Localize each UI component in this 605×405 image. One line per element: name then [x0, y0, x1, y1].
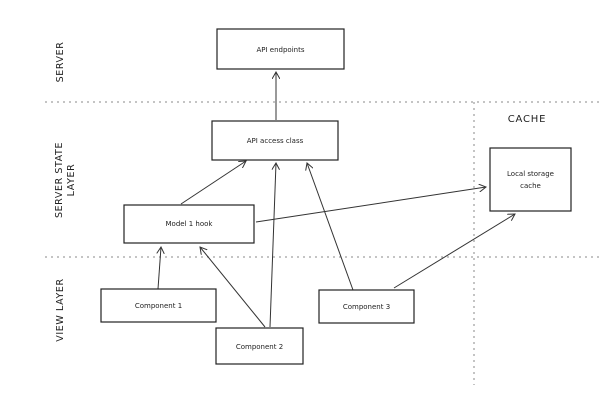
node-local-storage-cache: Local storage cache	[489, 147, 572, 212]
edge-component2-to-api-access	[269, 163, 276, 328]
server-layer-label: SERVER	[55, 42, 66, 83]
server-state-layer-label-line2: LAYER	[66, 164, 77, 197]
view-layer-label: VIEW LAYER	[55, 278, 66, 341]
node-local-storage-label-line2: cache	[520, 182, 541, 190]
node-api-access-class-label: API access class	[247, 137, 304, 145]
edge-component2-to-model-hook	[200, 247, 266, 328]
edge-component3-to-api-access	[307, 163, 354, 291]
node-component-3: Component 3	[318, 289, 415, 324]
node-api-access-class: API access class	[211, 120, 339, 161]
node-component-2-label: Component 2	[236, 343, 283, 351]
node-model-hook: Model 1 hook	[123, 204, 255, 244]
edge-component3-to-cache	[393, 214, 515, 289]
server-state-layer-label-line1: SERVER STATE	[54, 142, 65, 218]
node-model-hook-label: Model 1 hook	[166, 220, 214, 228]
edge-component1-to-model-hook	[158, 247, 161, 290]
node-component-1: Component 1	[100, 288, 217, 323]
cache-section-label: CACHE	[508, 114, 546, 125]
node-api-endpoints-label: API endpoints	[257, 46, 305, 54]
node-api-endpoints: API endpoints	[216, 28, 345, 70]
node-local-storage-label-line1: Local storage	[507, 170, 554, 178]
edge-model-hook-to-api-access	[180, 161, 246, 205]
node-component-3-label: Component 3	[343, 303, 390, 311]
node-component-1-label: Component 1	[135, 302, 182, 310]
node-component-2: Component 2	[215, 327, 304, 365]
edge-model-hook-to-cache	[255, 187, 486, 223]
